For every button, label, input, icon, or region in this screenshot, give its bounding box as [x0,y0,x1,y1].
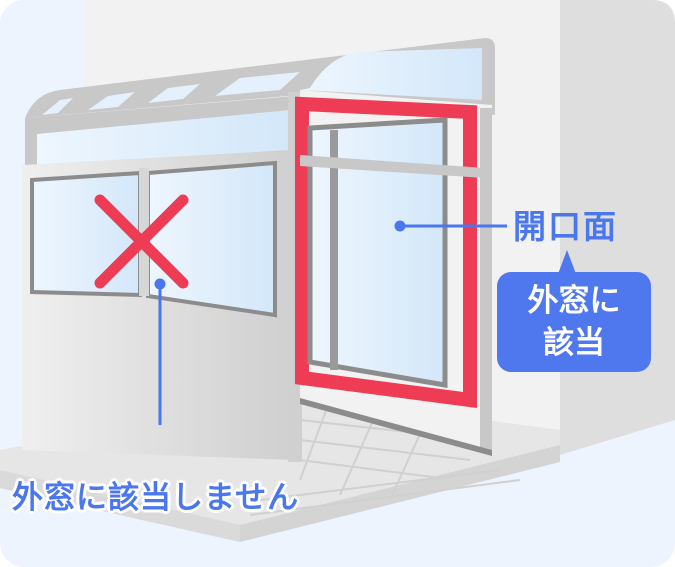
not-applicable-label: 外窓に該当しません [12,480,300,516]
opening-highlight [295,96,477,408]
applies-callout: 外窓に 該当 [497,272,651,372]
front-transom-glass [37,110,290,165]
leader-lines [154,220,507,425]
callout-line-1: 外窓に [527,283,621,319]
side-window-glass [307,117,448,388]
front-window-right [146,160,277,318]
callout-tail [558,250,576,274]
x-mark-icon [94,194,189,289]
callout-line-2: 該当 [543,325,605,361]
front-window-left [30,170,142,298]
opening-face-label: 開口面 [513,207,618,246]
